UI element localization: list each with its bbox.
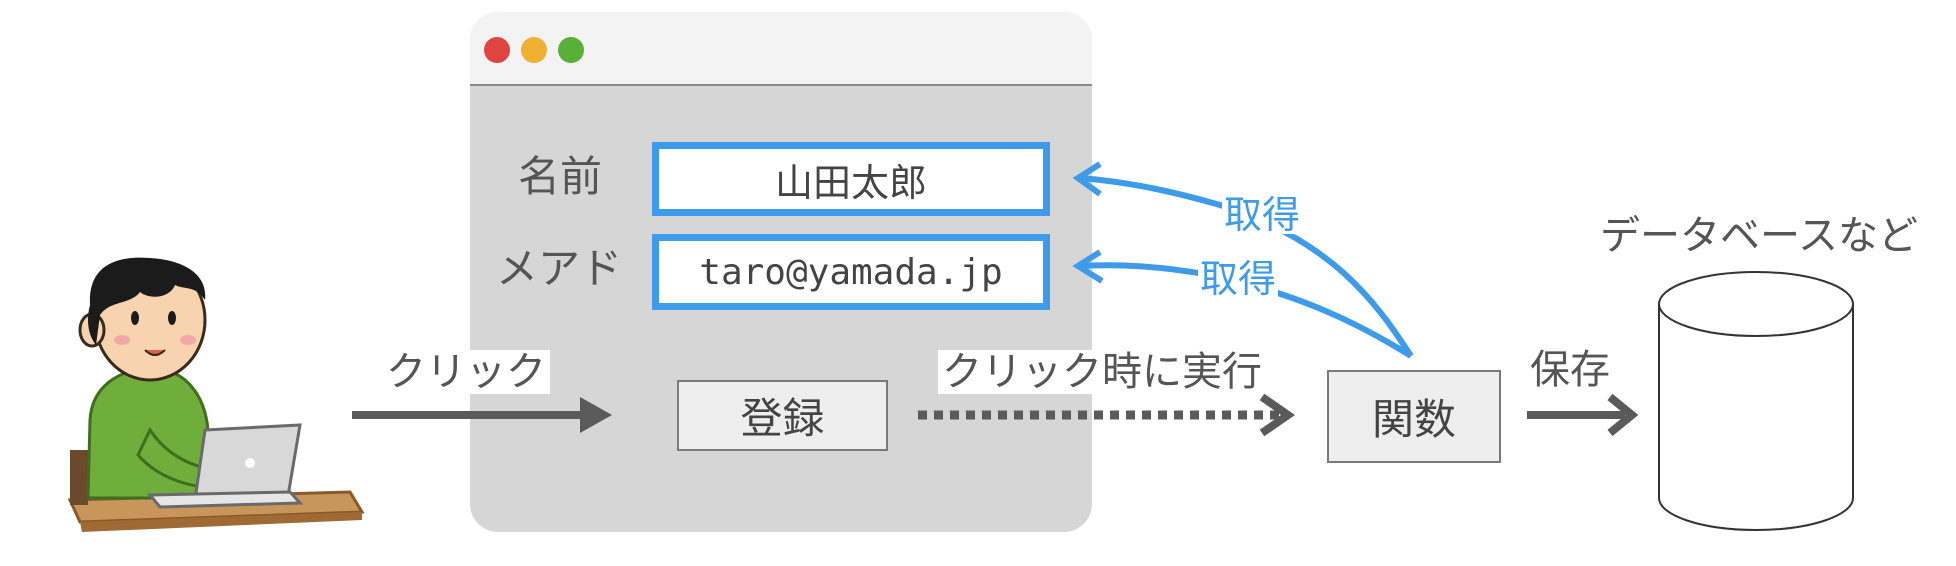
- maximize-window-icon[interactable]: [558, 37, 584, 63]
- submit-button[interactable]: 登録: [677, 380, 888, 451]
- minimize-window-icon[interactable]: [521, 37, 547, 63]
- name-label: 名前: [518, 152, 603, 201]
- database-label: データベースなど: [1600, 213, 1918, 259]
- click-label: クリック: [382, 350, 550, 394]
- fetch-label-name: 取得: [1222, 193, 1303, 237]
- function-box: 関数: [1327, 370, 1501, 463]
- window-titlebar: [470, 12, 1092, 86]
- name-field[interactable]: 山田太郎: [652, 142, 1050, 216]
- save-arrow: [1527, 393, 1639, 437]
- email-field[interactable]: taro@yamada.jp: [652, 234, 1050, 310]
- name-field-value: 山田太郎: [774, 160, 927, 205]
- execute-arrow: [918, 393, 1296, 437]
- click-arrow: [352, 397, 612, 433]
- close-window-icon[interactable]: [484, 37, 510, 63]
- email-field-value: taro@yamada.jp: [699, 251, 1003, 293]
- execute-label: クリック時に実行: [938, 350, 1266, 394]
- email-label: メアド: [496, 244, 623, 293]
- save-label: 保存: [1530, 347, 1610, 393]
- database-cylinder-icon: [1658, 271, 1854, 531]
- fetch-label-email: 取得: [1198, 257, 1279, 301]
